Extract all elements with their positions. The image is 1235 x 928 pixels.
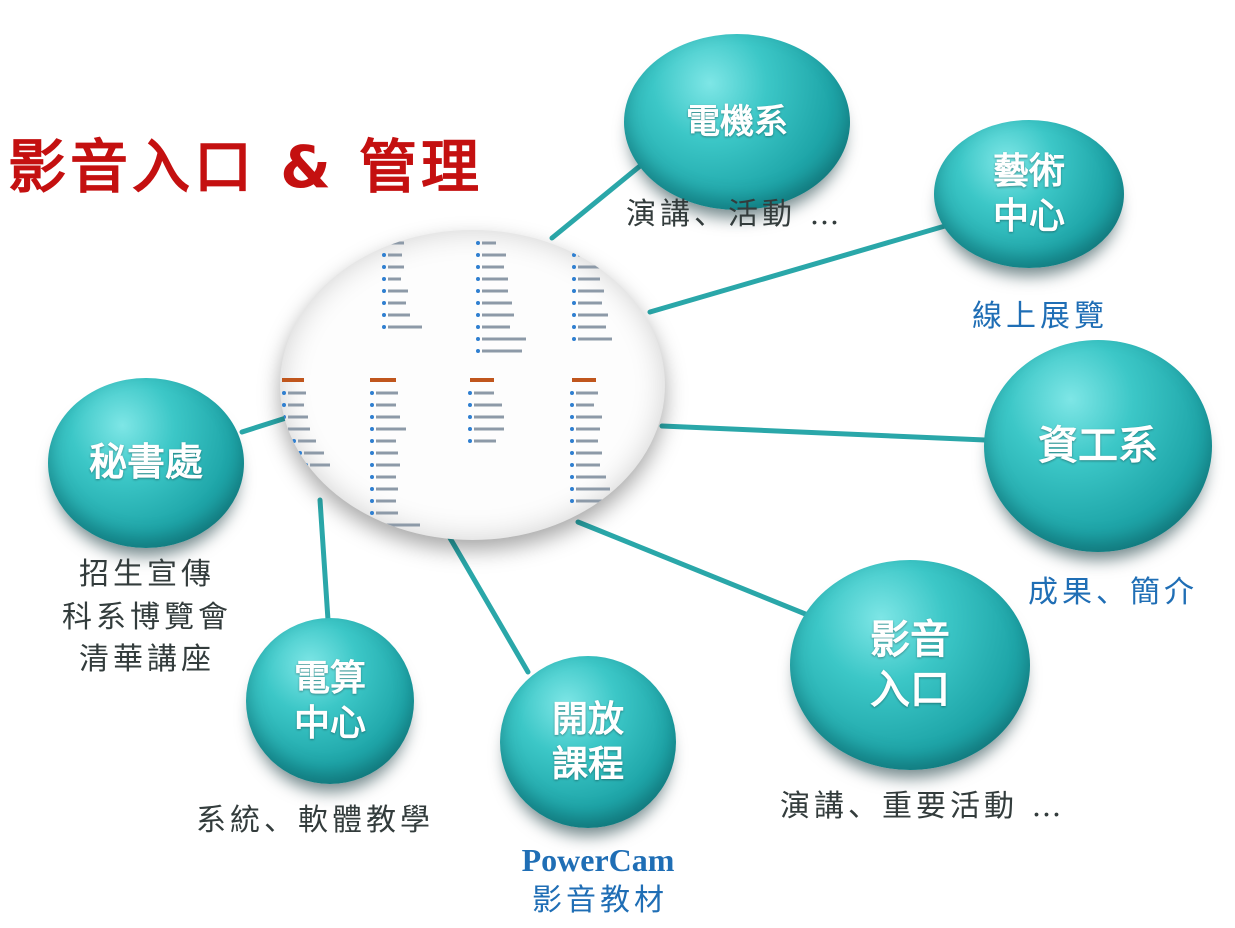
connector-cc — [317, 497, 331, 623]
connector-cs — [659, 423, 988, 443]
caption-arts: 線上展覽 — [972, 299, 1108, 334]
hub-column-2 — [476, 241, 526, 353]
node-ocw[interactable]: 開放 課程 — [500, 656, 676, 828]
connector-arts — [647, 223, 948, 315]
hub-column-5 — [370, 378, 420, 527]
connector-sec — [239, 415, 289, 435]
hub-column-3 — [572, 253, 612, 341]
caption-ocw-brand: PowerCam — [521, 842, 675, 878]
caption-sec: 招生宣傳 科系博覽會 清華講座 — [62, 557, 232, 678]
node-arts[interactable]: 藝術 中心 — [934, 120, 1124, 268]
portal-screenshot — [282, 241, 612, 527]
node-sec[interactable]: 秘書處 — [48, 378, 244, 548]
node-av[interactable]: 影音 入口 — [790, 560, 1030, 770]
hub-column-7 — [570, 378, 610, 503]
hub-column-6 — [468, 378, 504, 443]
node-cs[interactable]: 資工系 — [984, 340, 1212, 552]
caption-cs: 成果、簡介 — [1028, 575, 1198, 610]
hub-column-4 — [282, 378, 330, 467]
hub-column-1 — [382, 241, 422, 329]
page-title: 影音入口 & 管理 — [8, 133, 483, 201]
connector-ocw — [447, 535, 531, 675]
caption-ee: 演講、活動 … — [626, 197, 844, 232]
caption-cc: 系統、軟體教學 — [196, 803, 434, 838]
caption-av: 演講、重要活動 … — [780, 789, 1066, 824]
node-ee[interactable]: 電機系 — [624, 34, 850, 210]
node-cc[interactable]: 電算 中心 — [246, 618, 414, 784]
caption-ocw: 影音教材 — [532, 883, 668, 918]
portal-screenshot-hub — [280, 230, 665, 540]
connector-av — [575, 519, 838, 629]
